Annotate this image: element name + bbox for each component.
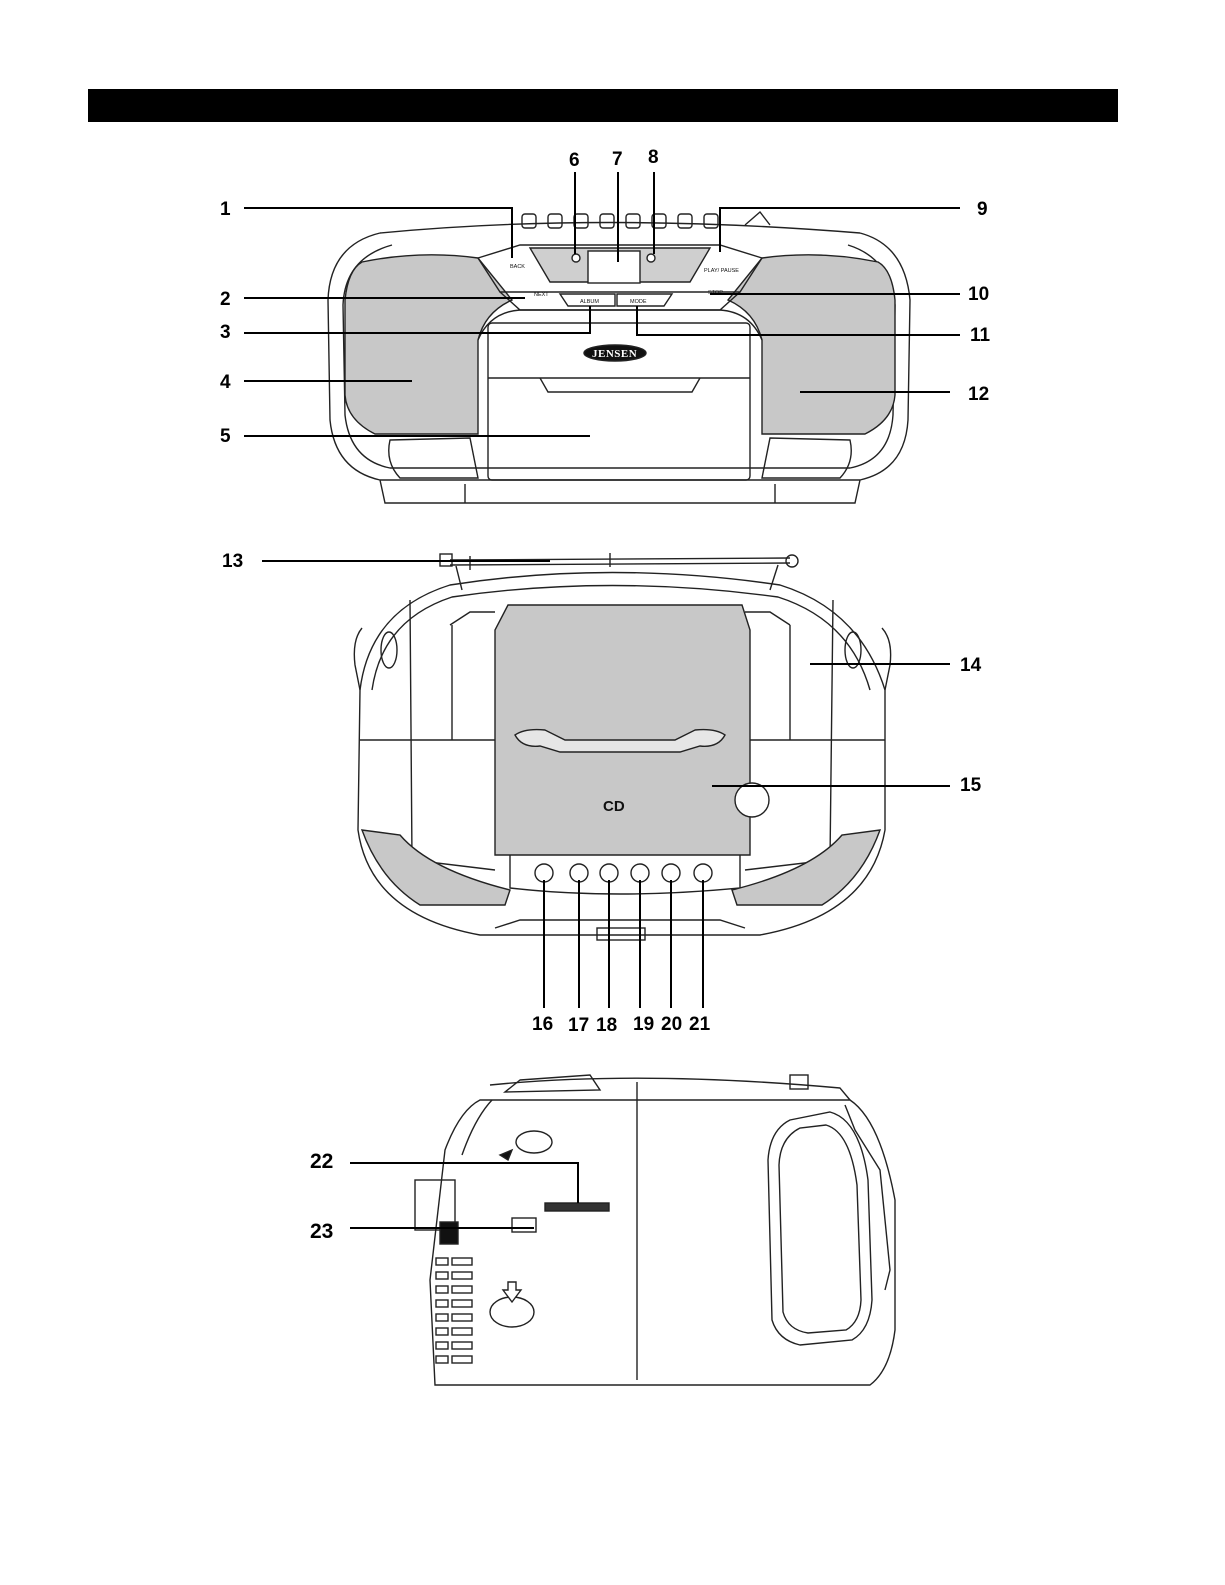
brand-logo-text: JENSEN [592, 348, 637, 360]
callout-23: 23 [310, 1221, 333, 1242]
side-view [415, 1075, 895, 1385]
callout-4: 4 [220, 373, 231, 392]
callout-1: 1 [220, 200, 231, 219]
callout-20: 20 [661, 1015, 682, 1034]
callout-13: 13 [222, 552, 243, 571]
album-key-label: ALBUM [580, 299, 599, 305]
callout-15: 15 [960, 776, 981, 795]
next-key-label: NEXT [534, 292, 549, 298]
mode-key-label: MODE [630, 299, 647, 305]
play-pause-key-label: PLAY/ PAUSE [704, 268, 739, 274]
back-key-label: BACK [510, 264, 525, 270]
callout-7: 7 [612, 150, 623, 169]
callout-22: 22 [310, 1151, 333, 1172]
callout-17: 17 [568, 1016, 589, 1035]
callout-12: 12 [968, 385, 989, 404]
callout-3: 3 [220, 323, 231, 342]
callout-5: 5 [220, 427, 231, 446]
callout-8: 8 [648, 148, 659, 167]
callout-2: 2 [220, 290, 231, 309]
callout-11: 11 [970, 326, 990, 345]
callout-18: 18 [596, 1016, 617, 1035]
callout-9: 9 [977, 200, 988, 219]
callout-10: 10 [968, 285, 989, 304]
cd-mark-text: CD [603, 798, 625, 815]
callout-6: 6 [569, 151, 580, 170]
callout-21: 21 [689, 1015, 710, 1034]
callout-16: 16 [532, 1015, 553, 1034]
top-view [354, 553, 890, 940]
callout-14: 14 [960, 656, 981, 675]
callout-19: 19 [633, 1015, 654, 1034]
